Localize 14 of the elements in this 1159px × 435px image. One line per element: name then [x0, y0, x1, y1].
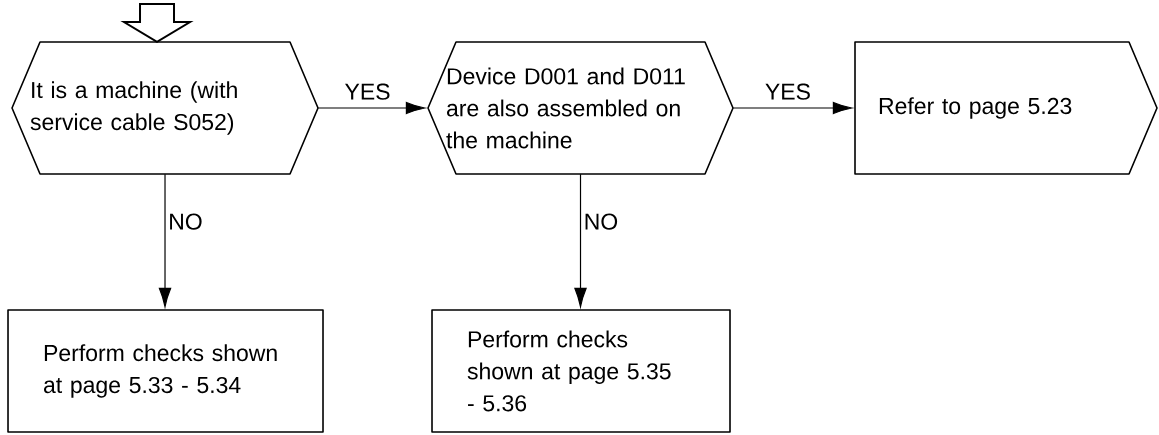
decision-hexagon: Device D001 and D011 are also assembled on the machine: [427, 41, 734, 175]
edge-label: YES: [345, 83, 390, 100]
process-box: Perform checks shown at page 5.33 - 5.34: [7, 309, 324, 433]
process-box: Refer to page 5.23: [854, 41, 1158, 175]
arrow: [158, 173, 172, 308]
edge-label: NO: [170, 213, 202, 230]
decision-hexagon: It is a machine (with service cable S052): [11, 41, 319, 175]
arrow: [574, 173, 587, 308]
arrow: [732, 101, 853, 115]
edge-label: YES: [765, 83, 810, 100]
edge-label: NO: [585, 213, 618, 230]
entry-arrow: [120, 3, 194, 43]
arrow: [317, 101, 426, 115]
process-box: Perform checks shown at page 5.35 - 5.36: [431, 309, 731, 433]
